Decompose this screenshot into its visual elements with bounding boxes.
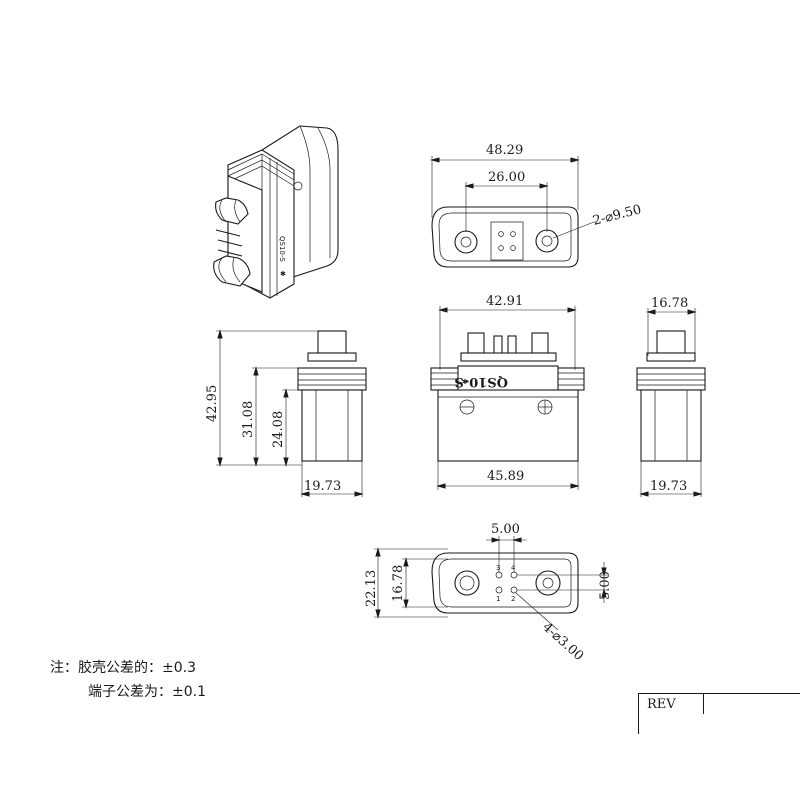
- dim-side-depth: 19.73: [304, 479, 341, 494]
- pin-number-1: 1: [496, 595, 500, 603]
- dim-bottom-outer-height: 22.13: [364, 570, 379, 607]
- dim-top-pin-spacing: 26.00: [488, 170, 525, 185]
- bottom-view: 3 4 1 2 5.00 22.13 16.78 5.00 4-⌀3.00: [364, 522, 613, 664]
- dim-top-hole-callout: 2-⌀9.50: [591, 202, 643, 229]
- right-side-view: 16.78 19.73: [636, 296, 706, 497]
- svg-text:✱: ✱: [462, 378, 468, 386]
- dim-side-mid-height: 31.08: [241, 401, 256, 438]
- dim-bottom-inner-height: 16.78: [391, 565, 406, 602]
- dim-bottom-signal-pitch: 5.00: [491, 522, 520, 537]
- dim-side-low-height: 24.08: [271, 411, 286, 448]
- rev-label: REV: [647, 697, 676, 712]
- pin-number-4: 4: [511, 564, 516, 572]
- front-view: QS10-S ✱ 42.91 45.89: [430, 294, 585, 490]
- dim-top-overall-width: 48.29: [486, 143, 523, 158]
- svg-text:✱: ✱: [280, 270, 286, 278]
- dim-front-top-width: 42.91: [486, 294, 523, 309]
- title-block-divider: [703, 694, 704, 714]
- svg-text:QS10-S: QS10-S: [278, 236, 286, 262]
- title-block: REV: [638, 693, 800, 734]
- front-model-label: QS10-S: [454, 374, 508, 389]
- dim-side-overall-height: 42.95: [205, 385, 220, 422]
- top-view: 48.29 26.00 2-⌀9.50: [430, 143, 643, 268]
- dim-bottom-signal-row-pitch: 5.00: [598, 571, 613, 600]
- dim-front-bottom-width: 45.89: [487, 469, 524, 484]
- left-side-view: 42.95 31.08 24.08 19.73: [205, 329, 367, 497]
- tolerance-note-housing: 注：胶壳公差的：±0.3: [50, 660, 196, 676]
- pin-number-2: 2: [511, 595, 515, 603]
- pin-number-3: 3: [496, 564, 500, 572]
- dim-bottom-pin-callout: 4-⌀3.00: [539, 620, 586, 664]
- dim-right-depth: 19.73: [650, 479, 687, 494]
- tolerance-note-terminal: 端子公差为：±0.1: [88, 684, 206, 700]
- isometric-view: QS10-S ✱: [213, 125, 339, 299]
- dim-right-top-width: 16.78: [651, 296, 688, 311]
